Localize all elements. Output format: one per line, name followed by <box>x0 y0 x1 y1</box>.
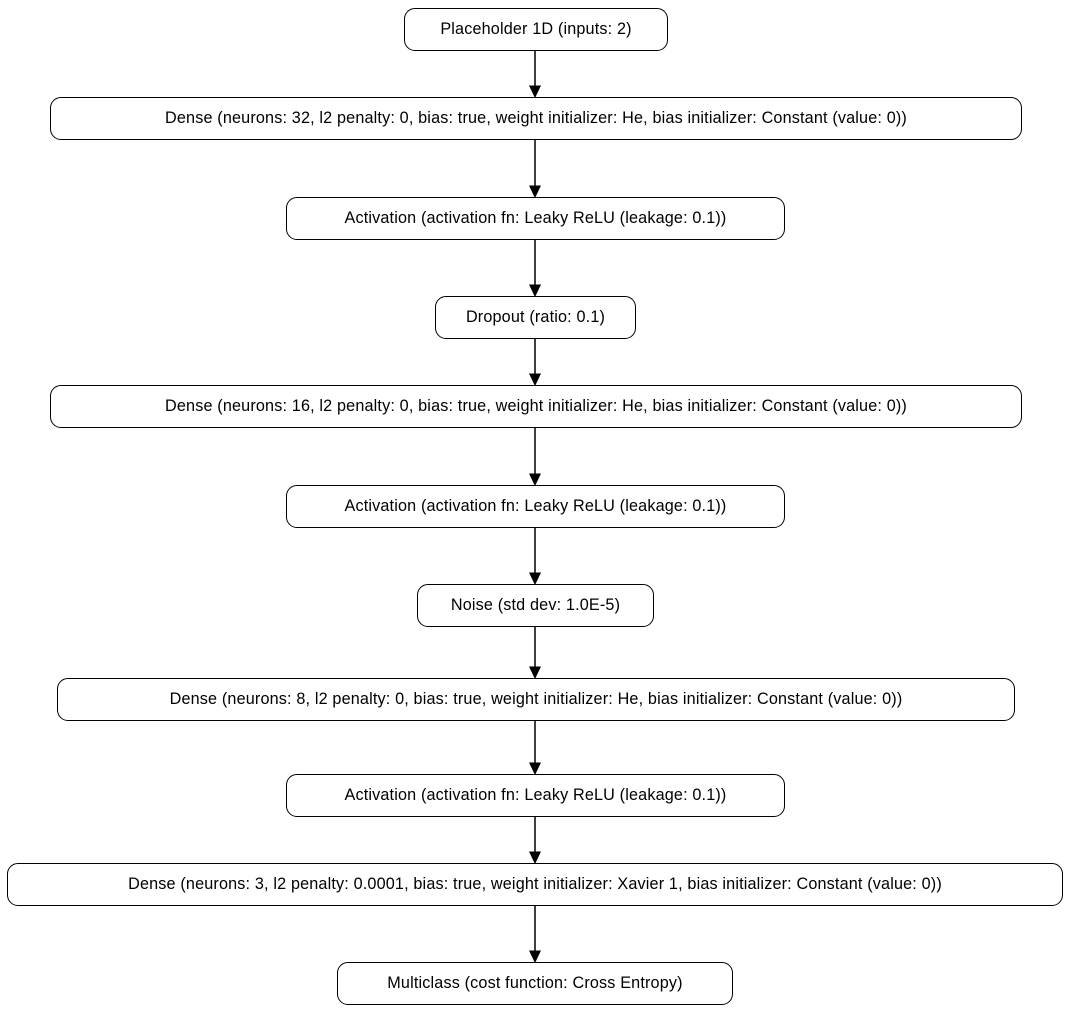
arrowhead-icon <box>529 85 541 99</box>
node-label: Activation (activation fn: Leaky ReLU (l… <box>344 786 727 805</box>
edge-arrow <box>529 51 541 99</box>
node-dense-8[interactable]: Dense (neurons: 8, l2 penalty: 0, bias: … <box>57 678 1015 721</box>
node-label: Placeholder 1D (inputs: 2) <box>440 20 632 39</box>
arrowhead-icon <box>529 572 541 586</box>
node-dense-16[interactable]: Dense (neurons: 16, l2 penalty: 0, bias:… <box>50 385 1022 428</box>
node-placeholder[interactable]: Placeholder 1D (inputs: 2) <box>404 8 668 51</box>
node-dense-32[interactable]: Dense (neurons: 32, l2 penalty: 0, bias:… <box>50 97 1022 140</box>
node-label: Dropout (ratio: 0.1) <box>465 308 606 327</box>
arrowhead-icon <box>529 851 541 865</box>
node-activation-3[interactable]: Activation (activation fn: Leaky ReLU (l… <box>286 774 785 817</box>
edge-arrow <box>529 528 541 586</box>
arrowhead-icon <box>529 185 541 199</box>
node-dense-3[interactable]: Dense (neurons: 3, l2 penalty: 0.0001, b… <box>7 863 1063 906</box>
arrowhead-icon <box>529 284 541 298</box>
node-activation-2[interactable]: Activation (activation fn: Leaky ReLU (l… <box>286 485 785 528</box>
arrowhead-icon <box>529 762 541 776</box>
node-label: Dense (neurons: 3, l2 penalty: 0.0001, b… <box>128 875 942 894</box>
node-label: Noise (std dev: 1.0E-5) <box>450 596 621 615</box>
edge-arrow <box>529 906 541 964</box>
node-activation-1[interactable]: Activation (activation fn: Leaky ReLU (l… <box>286 197 785 240</box>
edge-arrow <box>529 817 541 865</box>
arrowhead-icon <box>529 473 541 487</box>
edge-arrow <box>529 140 541 199</box>
edge-arrow <box>529 428 541 487</box>
edge-arrow <box>529 339 541 387</box>
edge-arrow <box>529 627 541 680</box>
node-dropout[interactable]: Dropout (ratio: 0.1) <box>435 296 636 339</box>
node-label: Dense (neurons: 8, l2 penalty: 0, bias: … <box>169 690 903 709</box>
edge-arrow <box>529 240 541 298</box>
node-label: Activation (activation fn: Leaky ReLU (l… <box>344 497 727 516</box>
node-noise[interactable]: Noise (std dev: 1.0E-5) <box>417 584 654 627</box>
node-label: Activation (activation fn: Leaky ReLU (l… <box>344 209 727 228</box>
arrowhead-icon <box>529 373 541 387</box>
arrowhead-icon <box>529 950 541 964</box>
node-multiclass[interactable]: Multiclass (cost function: Cross Entropy… <box>337 962 733 1005</box>
arrowhead-icon <box>529 666 541 680</box>
node-label: Multiclass (cost function: Cross Entropy… <box>387 974 683 993</box>
edge-arrow <box>529 721 541 776</box>
node-label: Dense (neurons: 32, l2 penalty: 0, bias:… <box>165 109 907 128</box>
node-label: Dense (neurons: 16, l2 penalty: 0, bias:… <box>165 397 907 416</box>
